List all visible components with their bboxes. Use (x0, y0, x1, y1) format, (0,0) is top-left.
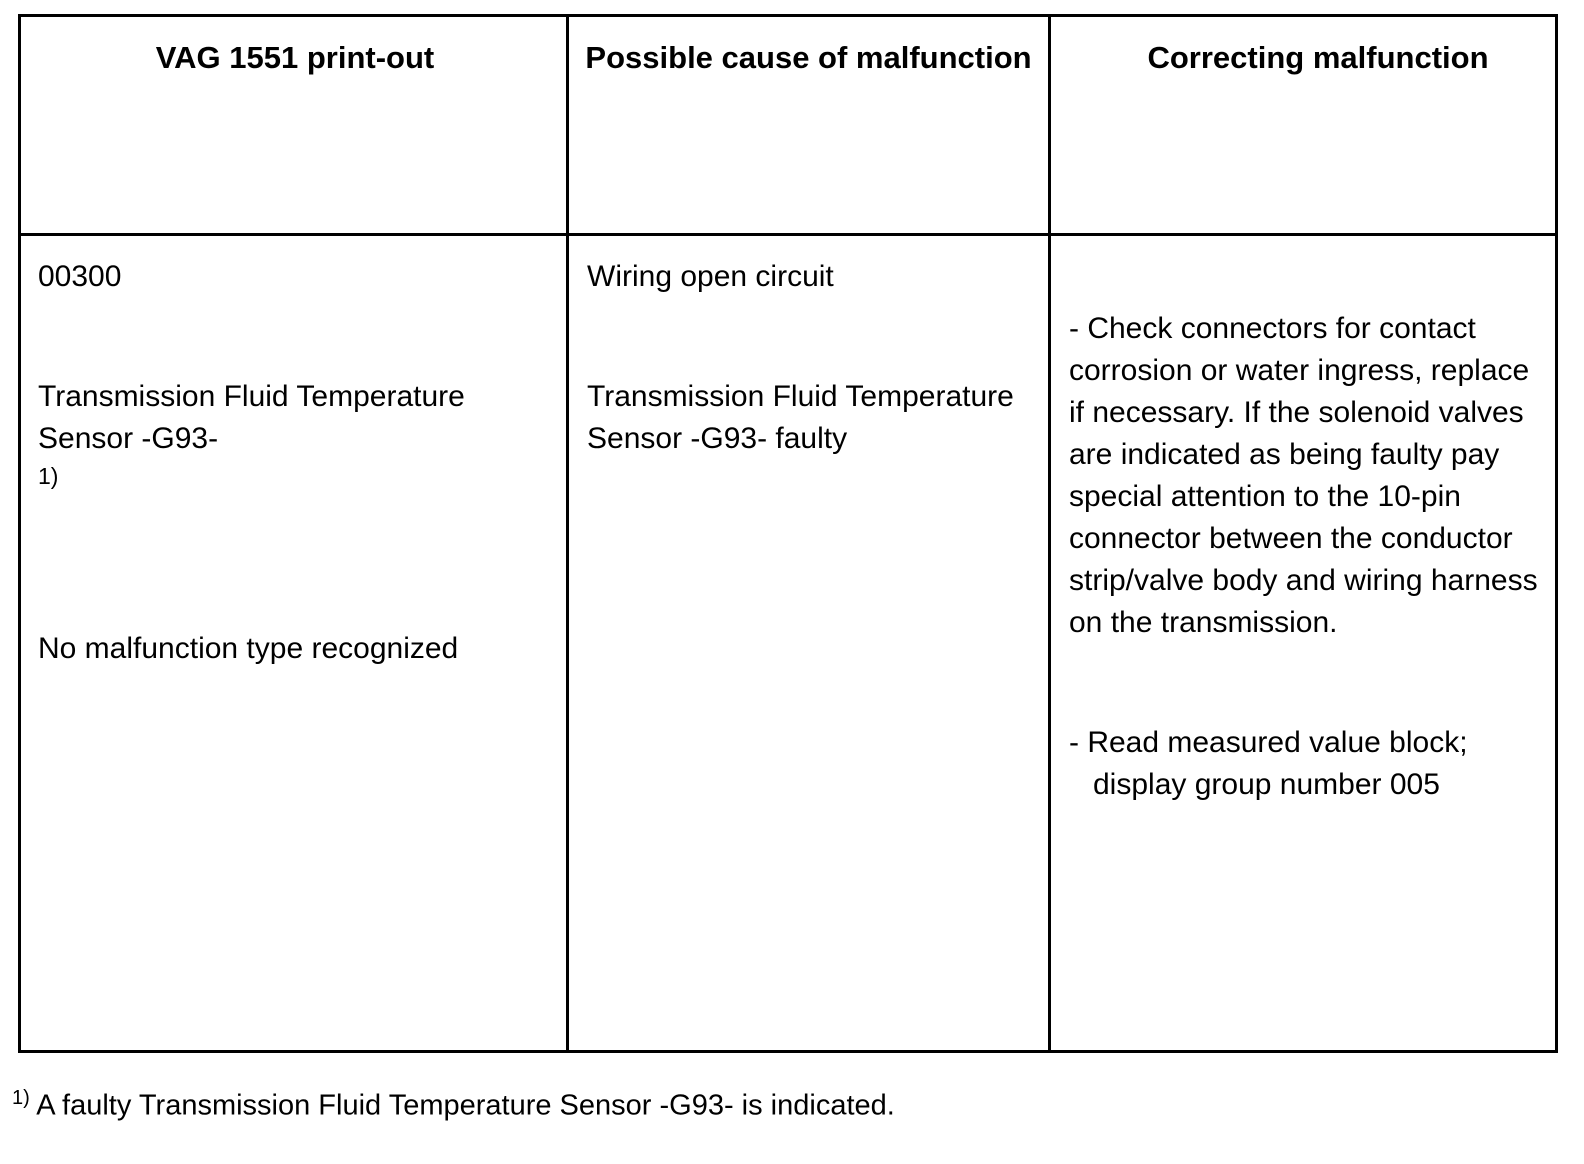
correcting-bullet-2-lead: - Read measured value block; (1069, 726, 1468, 759)
column-divider-2 (1048, 17, 1051, 1050)
table-inner: VAG 1551 print-out Possible cause of mal… (21, 17, 1555, 1050)
correcting-bullet-2-cont: display group number 005 (1093, 768, 1440, 801)
table-cell-possible-cause: Wiring open circuit Transmission Fluid T… (569, 236, 1048, 1050)
spacer (38, 492, 552, 628)
table-cell-printout: 00300 Transmission Fluid Temperature Sen… (24, 236, 566, 1050)
table-header-vag-printout: VAG 1551 print-out (24, 17, 566, 233)
printout-component: Transmission Fluid Temperature Sensor -G… (38, 380, 465, 455)
header-label-1: VAG 1551 print-out (155, 40, 435, 75)
printout-malfunction-type: No malfunction type recognized (38, 632, 459, 666)
column-divider-1 (566, 17, 569, 1050)
correcting-bullet-2: - Read measured value block; display gro… (1069, 722, 1543, 806)
header-label-3: Correcting malfunction (1147, 40, 1489, 75)
cause-line-1: Wiring open circuit (587, 260, 834, 293)
footnote-marker-inline: 1) (38, 463, 59, 489)
spacer (1069, 256, 1543, 308)
header-body-divider (21, 233, 1555, 236)
spacer (587, 298, 1034, 376)
table-header-correcting-malfunction: Correcting malfunction (1051, 17, 1555, 233)
fault-code-table: VAG 1551 print-out Possible cause of mal… (18, 14, 1558, 1053)
cause-line-2: Transmission Fluid Temperature Sensor -G… (587, 380, 1014, 455)
table-header-possible-cause: Possible cause of malfunction (569, 17, 1048, 233)
footnote-marker: 1) (12, 1087, 30, 1109)
spacer (38, 298, 552, 376)
table-cell-correcting: - Check connectors for contact corrosion… (1051, 236, 1555, 1050)
page-footnote: 1) A faulty Transmission Fluid Temperatu… (12, 1086, 895, 1123)
fault-code: 00300 (38, 260, 122, 293)
header-label-2: Possible cause of malfunction (585, 40, 1032, 75)
footnote-text: A faulty Transmission Fluid Temperature … (29, 1089, 895, 1122)
correcting-bullet-1: - Check connectors for contact corrosion… (1069, 312, 1538, 639)
spacer (1069, 644, 1543, 722)
